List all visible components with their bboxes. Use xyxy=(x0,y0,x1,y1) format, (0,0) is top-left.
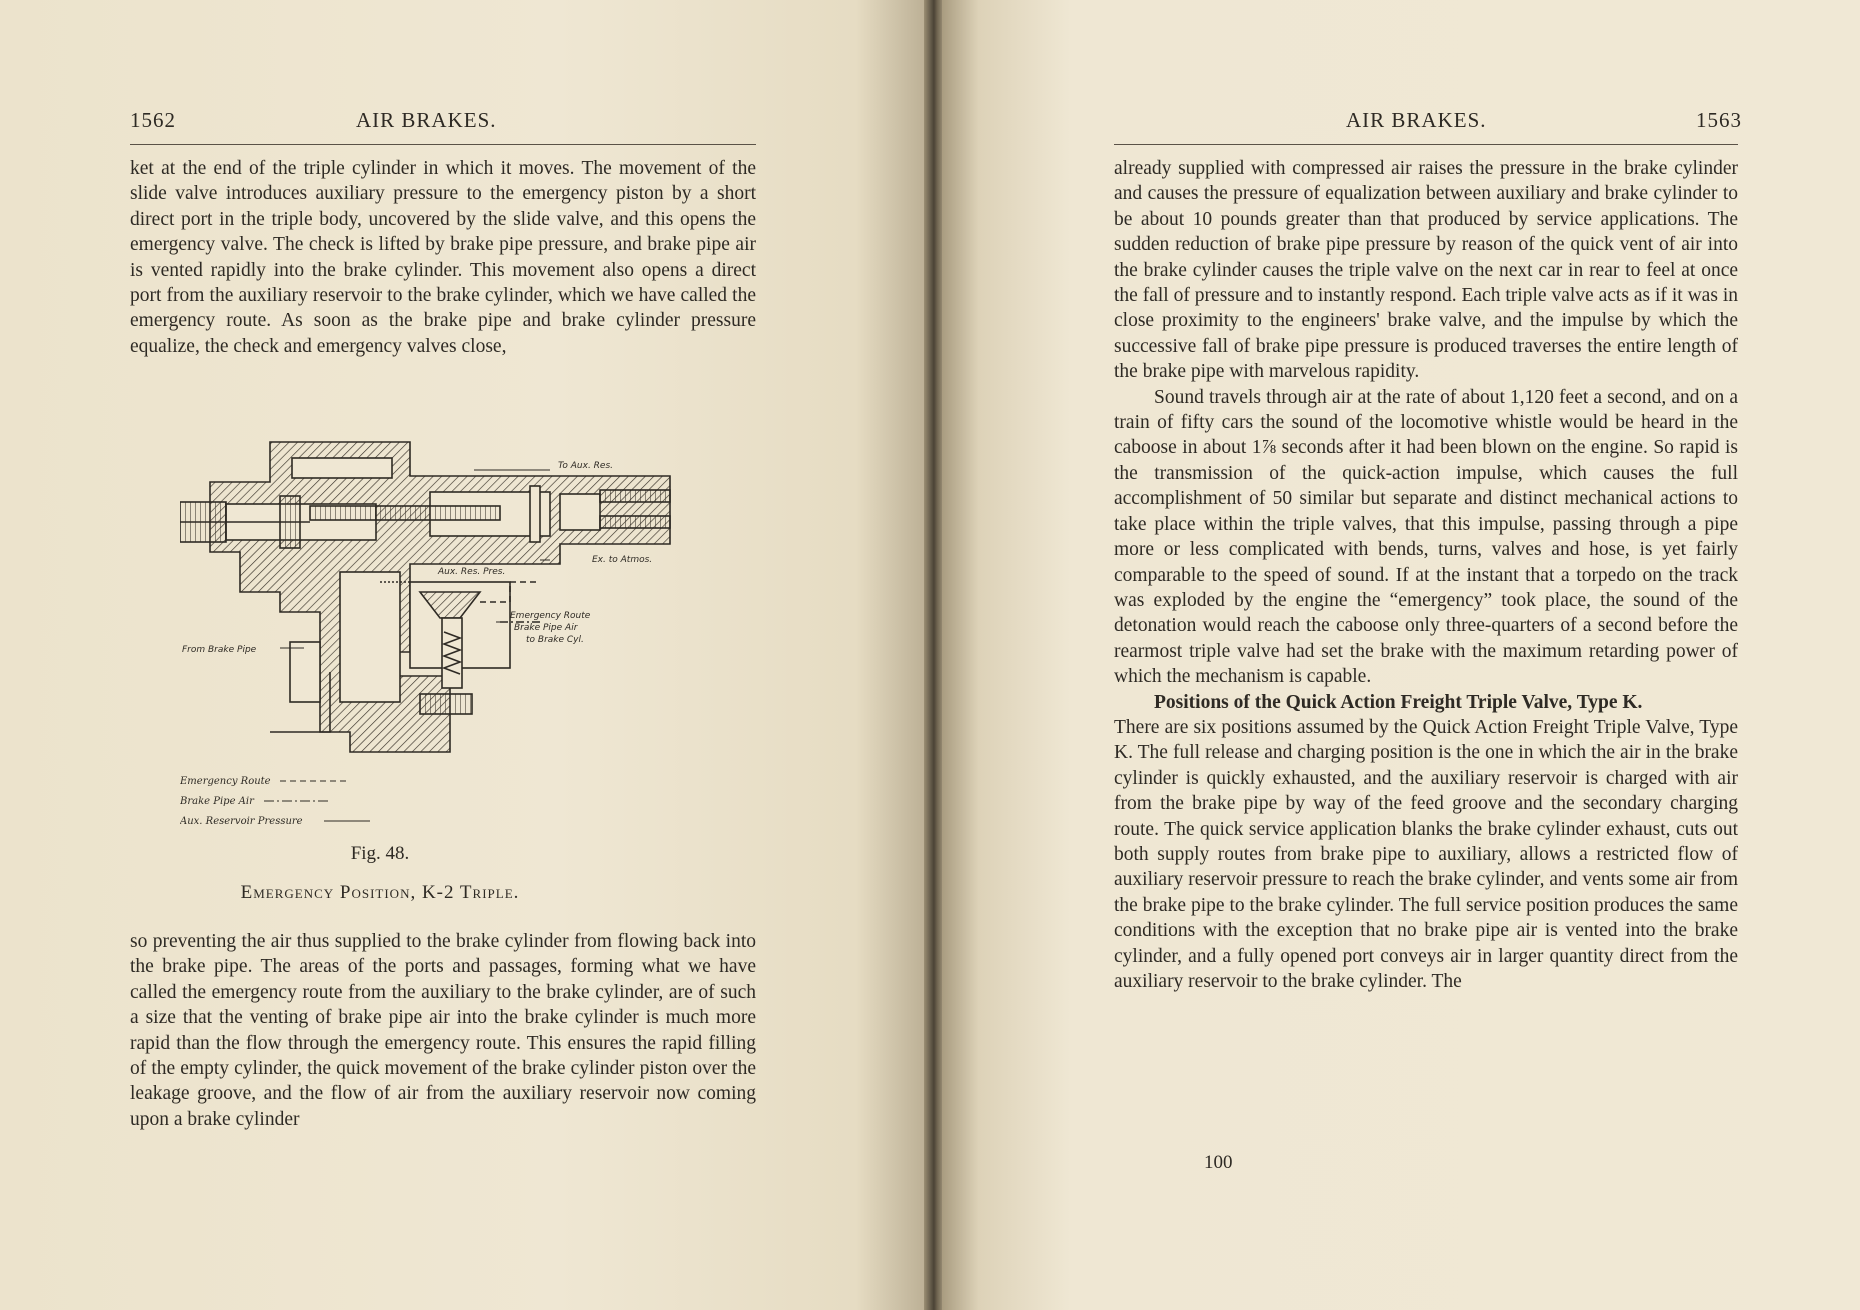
section-heading: Positions of the Quick Action Freight Tr… xyxy=(1154,691,1643,713)
right-page: AIR BRAKES. 1563 already supplied with c… xyxy=(942,0,1860,1310)
label-to-aux-res: To Aux. Res. xyxy=(558,461,613,471)
left-text-top: ket at the end of the triple cylinder in… xyxy=(130,156,756,359)
left-header-rule xyxy=(130,144,756,145)
label-aux-res-pres: Aux. Res. Pres. xyxy=(437,567,505,577)
right-running-head: AIR BRAKES. xyxy=(1346,108,1487,132)
left-text-bottom: so preventing the air thus supplied to t… xyxy=(130,929,756,1132)
legend-emergency-route: Emergency Route xyxy=(180,776,271,787)
paragraph: ket at the end of the triple cylinder in… xyxy=(130,158,756,357)
figure-title: Emergency Position, K-2 Triple. xyxy=(240,882,520,903)
figure-number: Fig. 48. xyxy=(350,843,410,864)
legend-brake-pipe-air: Brake Pipe Air xyxy=(180,796,255,807)
paragraph: already supplied with compressed air rai… xyxy=(1114,158,1738,383)
paragraph: so preventing the air thus supplied to t… xyxy=(130,931,756,1130)
book-gutter xyxy=(924,0,946,1310)
right-header-rule xyxy=(1114,144,1738,145)
label-from-brake-pipe: From Brake Pipe xyxy=(182,645,257,655)
left-running-head: AIR BRAKES. xyxy=(356,108,497,132)
label-ex-to-atmos: Ex. to Atmos. xyxy=(592,555,652,565)
paragraph: There are six positions assumed by the Q… xyxy=(1114,716,1738,992)
left-page: 1562 AIR BRAKES. ket at the end of the t… xyxy=(0,0,930,1310)
paragraph: Sound travels through air at the rate of… xyxy=(1114,386,1738,688)
legend-aux-reservoir-pressure: Aux. Reservoir Pressure xyxy=(180,816,303,827)
right-text: already supplied with compressed air rai… xyxy=(1114,156,1738,994)
signature-mark: 100 xyxy=(1204,1152,1233,1173)
label-to-brake-cyl: to Brake Cyl. xyxy=(526,635,584,645)
left-page-number: 1562 xyxy=(130,108,176,132)
label-brake-pipe-air: Brake Pipe Air xyxy=(514,623,579,633)
label-emergency-route: Emergency Route xyxy=(510,611,591,621)
triple-valve-diagram: To Aux. Res. Ex. to Atmos. Aux. Res. Pre… xyxy=(180,441,671,827)
right-page-number: 1563 xyxy=(1696,108,1742,132)
